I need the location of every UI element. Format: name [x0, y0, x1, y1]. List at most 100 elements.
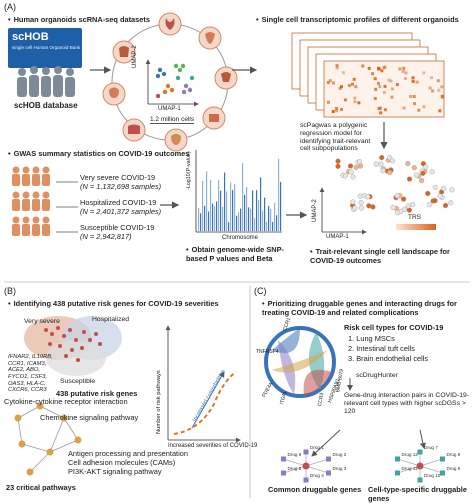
panel-c-title: Prioritizing druggable genes and interac… [262, 299, 470, 317]
heat-cell [422, 105, 426, 109]
people-icon [17, 66, 75, 97]
drug-label: Drug 7 [424, 445, 438, 450]
trend-curve [173, 371, 237, 435]
heat-cell [351, 82, 354, 86]
heat-cell [440, 85, 444, 89]
heat-cell [404, 71, 408, 75]
landscape-text: Trait-relevant single cell landscape for… [310, 247, 470, 265]
manhattan-bar [270, 208, 272, 231]
heat-cell [335, 106, 339, 110]
heat-cell [438, 109, 442, 113]
landscape-cell [437, 193, 443, 199]
heat-cell [340, 85, 343, 89]
gene-node [302, 462, 310, 470]
heat-cell [379, 111, 383, 115]
landscape-cell [350, 174, 356, 180]
landscape-cell [419, 178, 425, 184]
heat-cell [326, 81, 330, 84]
landscape-cell [350, 199, 356, 205]
group-hospitalized: Hospitalized COVID-19 [80, 198, 157, 207]
heat-cell [391, 87, 394, 91]
umap-x-label: UMAP-1 [158, 106, 181, 112]
heat-cell [331, 110, 335, 113]
manhattan-bar [236, 215, 238, 231]
group-susceptible: Susceptible COVID-19 [80, 223, 155, 232]
drug-edge [397, 458, 421, 467]
venn-diagram [24, 316, 122, 376]
heat-cell [395, 83, 399, 87]
cell-type-3-label: Brain endothelial cells [356, 354, 429, 363]
drug-node [395, 456, 400, 462]
profile-heatmaps [291, 32, 445, 118]
umap-scatter [155, 63, 195, 99]
scpagwas-text: scPagwas a polygenic regression model fo… [300, 122, 371, 153]
profiles-title: Single cell transcriptomic profiles of d… [256, 15, 472, 25]
landscape-cell [389, 158, 396, 164]
manhattan-bar [208, 211, 210, 231]
heat-cell [382, 91, 386, 94]
manhattan-y-label: -Log10(P-value) [186, 151, 192, 190]
landscape-cell [378, 161, 384, 167]
heat-cell [409, 95, 413, 98]
drug-label: Drug 11 [402, 466, 418, 471]
manhattan-bar [278, 158, 280, 231]
drug-label: Drug 3 [333, 466, 347, 471]
cell-type-2-label: Intestinal tuft cells [356, 344, 415, 353]
manhattan-bar [206, 171, 208, 231]
drug-node [326, 470, 331, 476]
drug-edge [305, 458, 329, 467]
drug-edge [305, 465, 329, 474]
heat-cell [422, 71, 426, 75]
manhattan-bar [220, 190, 222, 231]
heat-cell [411, 79, 415, 83]
manhattan-bar [246, 187, 248, 231]
manhattan-bar [228, 222, 230, 231]
landscape-cell [405, 161, 411, 167]
heat-cell [335, 109, 339, 113]
venn-hospitalized: Hospitalized [92, 316, 130, 323]
schob-logo [8, 28, 82, 68]
landscape-cell [410, 201, 416, 208]
landscape-cell [352, 205, 358, 211]
heat-cell [390, 95, 394, 99]
drug-label: Drug 4 [310, 473, 324, 478]
tool-name: scDrugHunter [356, 372, 398, 379]
heat-cell [327, 100, 330, 104]
drug-node [417, 449, 423, 455]
landscape-cell [441, 185, 447, 192]
interaction-text: Gene-drug interaction pairs in COVID-19-… [344, 392, 470, 415]
heat-cell [341, 71, 345, 75]
heat-cell [398, 67, 402, 71]
database-label: scHOB database [14, 101, 78, 110]
manhattan-bar [234, 184, 236, 231]
risk-genes-caption: 438 putative risk genes [56, 389, 138, 398]
pathway-4: Cell adhesion molecules (CAMs) [68, 458, 176, 467]
heat-cell [328, 79, 332, 83]
manhattan-bar [200, 213, 202, 231]
pathway-network-nodes [14, 402, 82, 476]
drug-node [303, 477, 309, 483]
manhattan-bar [274, 202, 276, 231]
heat-cell [417, 108, 421, 112]
drug-node [281, 470, 286, 476]
landscape-cell [353, 164, 359, 171]
landscape-cell [358, 200, 364, 206]
venn-very-severe: Very severe [24, 318, 60, 325]
heat-cell [403, 77, 407, 80]
landscape-cell [379, 155, 385, 161]
heat-cell [352, 77, 356, 81]
drug-label: Drug 5 [288, 466, 302, 471]
venn-susceptible: Susceptible [60, 378, 96, 385]
manhattan-bar [256, 190, 258, 231]
heat-cell [382, 66, 386, 70]
heat-cell [338, 86, 342, 90]
heat-cell [374, 87, 378, 91]
landscape-cell [365, 194, 371, 200]
heat-cell [353, 96, 357, 100]
landscape-cell [429, 169, 435, 175]
manhattan-bar [230, 182, 232, 231]
landscape-cell [426, 202, 433, 208]
landscape-cell [405, 203, 411, 209]
